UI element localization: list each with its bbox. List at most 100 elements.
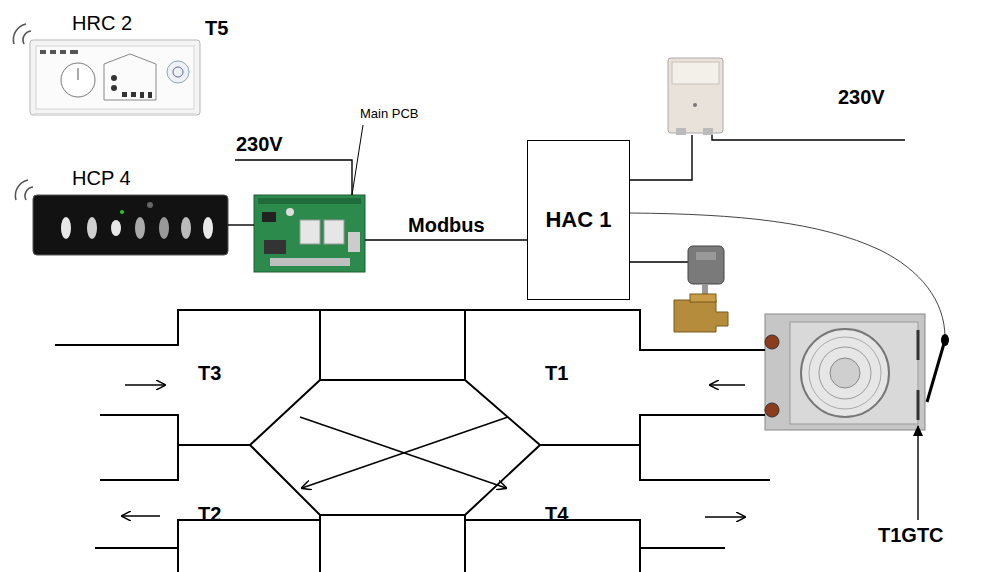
hrc-device — [148, 92, 152, 98]
heater-coil — [830, 358, 860, 388]
pcb-board — [300, 220, 320, 244]
duct-walls — [640, 445, 770, 480]
hrc-device — [140, 92, 144, 98]
node-title: Main PCB — [360, 107, 419, 122]
duct-walls — [639, 548, 641, 572]
duct-walls — [100, 415, 250, 445]
hcp-panel — [159, 217, 169, 239]
heater-coil — [801, 329, 889, 417]
valve — [690, 294, 716, 302]
temperature-probe — [941, 334, 949, 346]
hrc-device — [78, 68, 79, 80]
hrc-device — [50, 50, 56, 54]
node-title: HCP 4 — [72, 167, 131, 190]
duct-walls — [319, 515, 321, 572]
flow-arrows — [122, 385, 745, 517]
pcb-board — [324, 220, 344, 244]
duct-walls — [464, 310, 466, 380]
pcb-board — [286, 208, 294, 216]
voltage-label: 230V — [236, 133, 283, 156]
sensor-label: T3 — [198, 362, 221, 385]
sensor-label: T1 — [545, 362, 568, 385]
duct-walls — [55, 310, 770, 572]
node-title: HRC 2 — [72, 12, 132, 35]
voltage-label: 230V — [838, 86, 885, 109]
temperature-probe — [927, 340, 945, 402]
wiring — [235, 160, 352, 195]
hcp-panel — [135, 217, 145, 239]
hrc-device — [131, 92, 136, 97]
heater-coil — [765, 403, 779, 417]
hcp-panel — [33, 195, 228, 255]
flow-arrows — [300, 417, 506, 488]
wiring — [630, 261, 688, 262]
pcb-board — [264, 240, 286, 254]
valve — [674, 300, 728, 332]
sensor-label: T4 — [545, 503, 568, 526]
duct-walls — [319, 310, 321, 380]
pcb-board — [262, 212, 276, 222]
hcp-panel — [61, 217, 71, 239]
duct-walls — [464, 515, 466, 572]
power-supply — [668, 58, 723, 135]
hrc-device — [36, 46, 194, 109]
flow-arrows — [710, 384, 745, 385]
power-supply — [693, 103, 697, 107]
heater-coil — [917, 390, 920, 420]
hcp-panel — [203, 217, 213, 239]
duct-walls — [540, 415, 765, 445]
hrc-device — [104, 54, 156, 100]
duct-walls — [100, 445, 178, 480]
controller-box: HAC 1 — [527, 140, 630, 300]
hrc-device — [61, 63, 95, 97]
hrc-device — [167, 61, 189, 83]
power-supply — [703, 128, 713, 135]
hcp-panel — [181, 217, 191, 239]
hcp-panel — [120, 210, 124, 214]
hcp-panel — [87, 217, 97, 239]
heater-coil — [917, 330, 920, 360]
wiring — [630, 135, 692, 180]
wireless-symbol — [13, 24, 26, 44]
flow-arrows — [125, 384, 165, 385]
flow-arrows — [705, 516, 745, 517]
control-panel: HCP 4 — [33, 195, 228, 255]
heater-coil — [765, 335, 779, 349]
hrc-device — [111, 85, 117, 91]
heater-coil — [809, 337, 881, 409]
sensor-label: T5 — [205, 17, 228, 40]
wiring — [712, 135, 905, 140]
pcb-board: Main PCB — [254, 195, 365, 272]
hrc-device — [111, 75, 117, 81]
remote-control: HRC 2 — [30, 40, 200, 115]
hrc-device — [30, 40, 200, 115]
pcb-board — [348, 232, 360, 252]
power-supply — [672, 62, 719, 84]
wireless-symbol — [15, 180, 28, 200]
hrc-device — [34, 113, 196, 116]
hrc-device — [60, 50, 66, 54]
sensor-label: T2 — [198, 503, 221, 526]
hcp-panel — [147, 202, 153, 208]
hrc-device — [173, 67, 183, 77]
wireless-symbol — [25, 187, 33, 200]
valve — [696, 252, 716, 260]
heater-coil — [765, 314, 925, 430]
power-supply — [668, 58, 723, 133]
signal-line — [228, 224, 254, 225]
temperature-probe — [918, 334, 949, 520]
hrc-device — [122, 92, 127, 97]
heater-coil — [819, 347, 871, 399]
pcb-board — [254, 195, 365, 272]
sensor-label: T1GTC — [878, 524, 944, 547]
temperature-probe — [917, 426, 918, 520]
hcp-panel — [111, 220, 121, 236]
heater-coil — [765, 314, 925, 430]
wiring — [352, 125, 363, 195]
duct-walls — [250, 380, 540, 515]
signal-line — [365, 239, 527, 240]
bus-label: Modbus — [405, 214, 488, 237]
duct-walls — [177, 548, 179, 572]
